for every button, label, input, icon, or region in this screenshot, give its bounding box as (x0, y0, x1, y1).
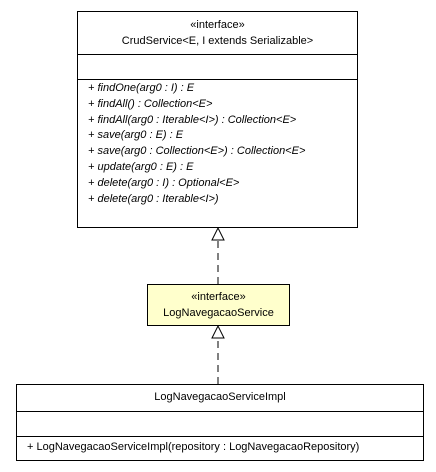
crud-method-update: + update(arg0 : E) : E (88, 160, 194, 173)
log-navegacao-service-stereotype: «interface» (191, 291, 246, 303)
crud-service-name: CrudService<E, I extends Serializable> (121, 35, 314, 47)
crud-method-find-one: + findOne(arg0 : I) : E (88, 82, 195, 94)
log-navegacao-service-impl-class[interactable]: LogNavegacaoServiceImpl + LogNavegacaoSe… (16, 384, 424, 461)
crud-method-save: + save(arg0 : E) : E (88, 129, 184, 142)
crud-service-stereotype: «interface» (190, 19, 245, 31)
hollow-triangle-arrowhead-icon (211, 226, 225, 241)
log-navegacao-service-impl-attributes (17, 411, 423, 436)
realization-lognav-to-crud (211, 226, 225, 284)
crud-method-save-collection: + save(arg0 : Collection<E>) : Collectio… (88, 145, 306, 158)
crud-service-interface[interactable]: «interface» CrudService<E, I extends Ser… (77, 11, 358, 228)
crud-method-find-all-iterable: + findAll(arg0 : Iterable<I>) : Collecti… (88, 113, 297, 126)
crud-method-delete: + delete(arg0 : I) : Optional<E> (88, 176, 240, 189)
log-navegacao-service-impl-operations: + LogNavegacaoServiceImpl(repository : L… (17, 436, 423, 456)
crud-method-find-all: + findAll() : Collection<E> (88, 97, 213, 110)
realization-impl-to-lognav (211, 324, 225, 384)
log-navegacao-service-impl-name: LogNavegacaoServiceImpl (154, 391, 286, 403)
hollow-triangle-arrowhead-icon (211, 324, 225, 339)
log-navegacao-service-header: «interface» LogNavegacaoService (148, 285, 289, 321)
crud-method-delete-iterable: + delete(arg0 : Iterable<I>) (88, 192, 219, 205)
log-navegacao-service-name: LogNavegacaoService (163, 307, 274, 319)
crud-service-operations: + findOne(arg0 : I) : E + findAll() : Co… (78, 79, 357, 207)
log-navegacao-service-impl-header: LogNavegacaoServiceImpl (17, 385, 423, 411)
log-navegacao-service-interface[interactable]: «interface» LogNavegacaoService (147, 284, 290, 326)
crud-service-header: «interface» CrudService<E, I extends Ser… (78, 12, 357, 54)
crud-service-attributes (78, 54, 357, 79)
impl-constructor: + LogNavegacaoServiceImpl(repository : L… (27, 441, 360, 453)
